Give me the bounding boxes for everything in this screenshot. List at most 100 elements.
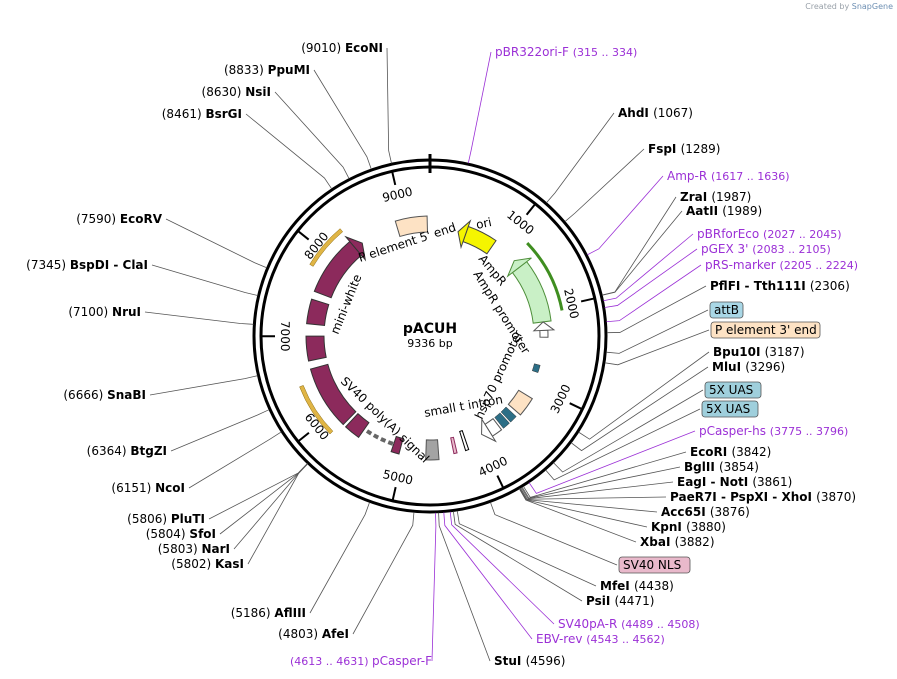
leader-line (188, 431, 282, 489)
enzyme-position: (9010) (301, 41, 345, 55)
leader-line (245, 113, 333, 190)
enzyme-label-right: Bpu10I (3187) (713, 345, 805, 359)
primer-range: (4613 .. 4631) (290, 655, 372, 668)
plasmid-name: pACUH (403, 321, 457, 337)
leader-line (520, 487, 667, 500)
enzyme-label-left: (5802) KasI (171, 557, 244, 571)
leader-line (449, 511, 555, 625)
enzyme-position: (3187) (765, 345, 805, 359)
primer-label: pBR322ori-F (315 .. 334) (495, 45, 637, 59)
tick-mark (525, 204, 536, 216)
enzyme-label-left: (6364) BtgZI (87, 444, 167, 458)
primer-label: pRS-marker (2205 .. 2224) (705, 258, 858, 272)
enzyme-label-left: (7345) BspDI - ClaI (26, 258, 148, 272)
enzyme-name: PaeR7I - PspXI - XhoI (670, 490, 816, 504)
enzyme-name: BspDI - ClaI (70, 258, 148, 272)
tick-mark (569, 402, 582, 410)
attb-feature (531, 363, 541, 373)
leader-line (604, 248, 698, 308)
leader-line (438, 512, 491, 662)
enzyme-label-right: EagI - NotI (3861) (677, 475, 792, 489)
enzyme-label-right: MfeI (4438) (600, 579, 674, 593)
enzyme-label-left: (8630) NsiI (202, 85, 271, 99)
enzyme-label-right: FspI (1289) (648, 142, 720, 156)
enzyme-position: (1289) (681, 142, 721, 156)
enzyme-label-right: PaeR7I - PspXI - XhoI (3870) (670, 490, 856, 504)
enzyme-name: AatII (686, 204, 722, 218)
enzyme-name: MfeI (600, 579, 634, 593)
leader-line (545, 408, 701, 481)
tick-mark (580, 297, 594, 303)
enzyme-name: SnaBI (107, 388, 146, 402)
feature-box-label: 5X UAS (709, 383, 753, 397)
sv40-polya-feature (390, 435, 404, 455)
enzyme-label-left: (4803) AfeI (278, 627, 349, 641)
primer-name: pCasper-F (372, 654, 432, 668)
tick-label: 1000 (504, 208, 537, 238)
tick-label: 4000 (476, 454, 510, 480)
enzyme-position: (8461) (162, 107, 206, 121)
enzyme-name: AflIII (274, 606, 306, 620)
primer-range: (2083 .. 2105) (752, 243, 831, 256)
enzyme-position: (5802) (171, 557, 215, 571)
plasmid-size: 9336 bp (407, 337, 452, 350)
primer-name: pBRforEco (697, 227, 763, 241)
enzyme-name: PluTI (171, 512, 205, 526)
primer-label: pCasper-hs (3775 .. 3796) (699, 424, 848, 438)
primer-name: EBV-rev (536, 632, 586, 646)
primer-name: pCasper-hs (699, 424, 770, 438)
enzyme-position: (7100) (68, 305, 112, 319)
primer-name: pBR322ori-F (495, 45, 573, 59)
gold-primer-1 (299, 385, 334, 435)
enzyme-position: (6151) (111, 481, 155, 495)
enzyme-name: FspI (648, 142, 681, 156)
enzyme-position: (5186) (231, 606, 275, 620)
enzyme-label-left: (8833) PpuMI (224, 63, 310, 77)
leader-line (352, 512, 415, 635)
leader-line (453, 511, 583, 602)
leader-line (606, 285, 707, 334)
primer-name: Amp-R (667, 169, 711, 183)
enzyme-name: AhdI (618, 106, 653, 120)
leader-line (602, 210, 683, 296)
uas-feature-1 (500, 406, 517, 423)
enzyme-name: BsrGI (205, 107, 242, 121)
enzyme-label-right: StuI (4596) (494, 654, 565, 668)
mini-white-exon-5-head (344, 235, 367, 262)
ampr-promoter-feature (539, 329, 549, 338)
uas-feature-2 (494, 412, 510, 429)
primer-label: pBRforEco (2027 .. 2045) (697, 227, 842, 241)
primer-range: (315 .. 334) (573, 46, 638, 59)
enzyme-name: SfoI (189, 527, 216, 541)
feature-box (618, 556, 691, 574)
enzyme-name: BtgZI (130, 444, 167, 458)
tick-mark (391, 172, 397, 186)
gray-feature (425, 439, 440, 461)
enzyme-name: EcoRI (690, 445, 731, 459)
enzyme-label-left: (7590) EcoRV (76, 212, 163, 226)
enzyme-label-left: (9010) EcoNI (301, 41, 383, 55)
feature-box-label: attB (714, 303, 739, 317)
leader-line (313, 69, 372, 170)
enzyme-name: Bpu10I (713, 345, 765, 359)
enzyme-name: BglII (684, 460, 719, 474)
enzyme-name: PsiI (586, 594, 614, 608)
credit-prefix: Created by (805, 2, 850, 11)
enzyme-label-right: Acc65I (3876) (661, 505, 750, 519)
leader-line (564, 148, 645, 222)
enzyme-position: (3854) (719, 460, 759, 474)
tick-mark (298, 431, 310, 442)
feature-box-label: SV40 NLS (623, 558, 681, 572)
leader-line (521, 481, 674, 500)
enzyme-position: (2306) (810, 279, 850, 293)
feature-box-label: P element 3' end (715, 323, 817, 337)
enzyme-position: (4596) (526, 654, 566, 668)
enzyme-name: EagI - NotI (677, 475, 752, 489)
leader-line (151, 264, 258, 296)
leader-line (431, 512, 437, 662)
primer-label: SV40pA-R (4489 .. 4508) (558, 617, 700, 631)
leader-line (247, 463, 308, 565)
leader-line (170, 409, 270, 452)
mini-white-exon-4 (306, 298, 330, 327)
